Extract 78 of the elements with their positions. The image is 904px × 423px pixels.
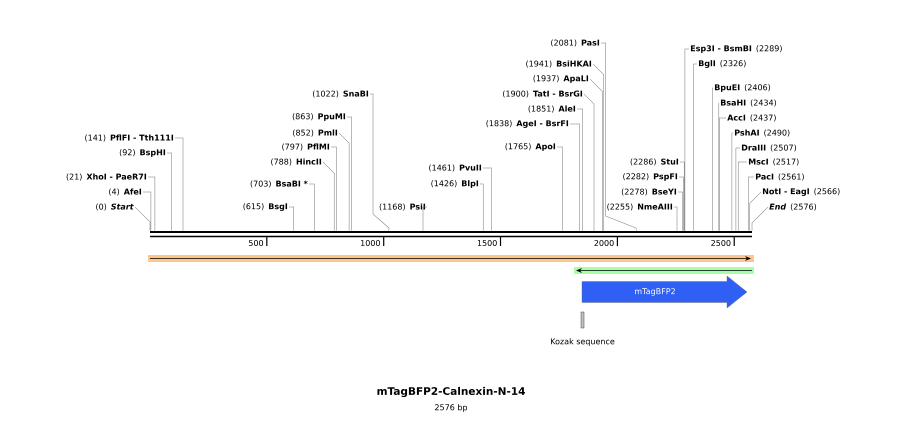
- site-label: (788) HincII: [271, 158, 322, 166]
- site-label: (1937) ApaLI: [534, 75, 588, 83]
- leader-line: [752, 206, 768, 231]
- leader-line: [749, 192, 762, 231]
- site-label: (615) BsgI: [243, 203, 288, 211]
- gene-feature: mTagBFP2: [582, 276, 748, 308]
- leader-line: [584, 94, 594, 231]
- leader-line: [322, 162, 334, 231]
- site-label: BsaHI (2434): [720, 99, 776, 107]
- leader-line: [600, 42, 637, 231]
- site-label: BglI (2326): [698, 60, 746, 68]
- map-caption: 2576 bp: [435, 404, 468, 412]
- leader-line: [142, 192, 152, 231]
- site-label: End (2576): [769, 203, 816, 211]
- leader-line: [166, 152, 172, 231]
- leader-line: [480, 184, 484, 231]
- site-label: (141) PflFI - Tth111I: [85, 134, 174, 142]
- site-label: PacI (2561): [756, 173, 804, 181]
- site-label: (2081) PasI: [551, 39, 600, 47]
- leader-line: [678, 176, 684, 231]
- leader-line: [370, 94, 390, 231]
- site-label: PshAI (2490): [734, 129, 790, 137]
- leader-line: [482, 168, 492, 231]
- site-label: (1900) TatI - BsrGI: [503, 90, 582, 98]
- site-label: (2282) PspFI: [623, 173, 678, 181]
- leader-line: [330, 146, 337, 231]
- leader-line: [732, 132, 734, 231]
- site-label: NotI - EagI (2566): [762, 188, 840, 196]
- leader-line: [590, 78, 603, 231]
- site-label: (0) Start: [96, 203, 134, 211]
- leader-line: [338, 132, 350, 231]
- site-label: (703) BsaBI *: [250, 180, 308, 188]
- leader-line: [174, 138, 184, 231]
- site-label: (2286) StuI: [630, 158, 678, 166]
- leader-line: [556, 146, 563, 231]
- site-label: (2255) NmeAIII: [607, 203, 672, 211]
- leader-line: [718, 102, 720, 231]
- leader-line: [738, 162, 748, 231]
- site-label: (92) BspHI: [120, 149, 166, 157]
- leader-line: [719, 118, 726, 231]
- map-title: mTagBFP2-Calnexin-N-14: [377, 386, 525, 398]
- leader-line: [748, 176, 754, 231]
- leader-line: [712, 88, 714, 231]
- site-label: (1838) AgeI - BsrFI: [486, 120, 568, 128]
- site-label: (852) PmlI: [293, 129, 338, 137]
- site-label: (863) PpuMI: [292, 113, 346, 121]
- site-label: (1168) PsiI: [380, 203, 426, 211]
- site-label: (2278) BseYI: [622, 188, 676, 196]
- site-label: (1426) BlpI: [431, 180, 478, 188]
- site-label: DraIII (2507): [742, 144, 796, 152]
- leader-line: [684, 48, 690, 231]
- leader-line: [346, 116, 352, 231]
- leader-line: [576, 108, 583, 231]
- leader-line: [134, 206, 150, 231]
- leader-line: [674, 206, 678, 231]
- site-label: Esp3I - BsmBI (2289): [690, 45, 782, 53]
- site-label: (1461) PvuII: [429, 164, 482, 172]
- leader-line: [592, 64, 604, 231]
- leader-line: [693, 64, 698, 231]
- leader-line: [288, 206, 294, 231]
- site-label: BpuEI (2406): [714, 84, 770, 92]
- site-label: (4) AfeI: [109, 188, 142, 196]
- leader-line: [148, 176, 156, 231]
- leader-line: [308, 184, 315, 231]
- leader-line: [680, 162, 684, 231]
- sequence-backbone: [150, 231, 752, 238]
- site-label: (21) XhoI - PaeR7I: [66, 173, 146, 181]
- leader-line: [570, 124, 580, 231]
- leader-line: [736, 148, 740, 231]
- leader-line: [678, 192, 683, 231]
- leader-line: [422, 206, 428, 231]
- site-label: (1022) SnaBI: [312, 90, 368, 98]
- site-label: (1765) ApoI: [506, 143, 556, 151]
- site-label: AccI (2437): [727, 114, 776, 122]
- site-label: (1851) AleI: [528, 105, 576, 113]
- site-label: (797) PflMI: [282, 143, 330, 151]
- site-label: MscI (2517): [748, 158, 799, 166]
- site-label: (1941) BsiHKAI: [526, 60, 592, 68]
